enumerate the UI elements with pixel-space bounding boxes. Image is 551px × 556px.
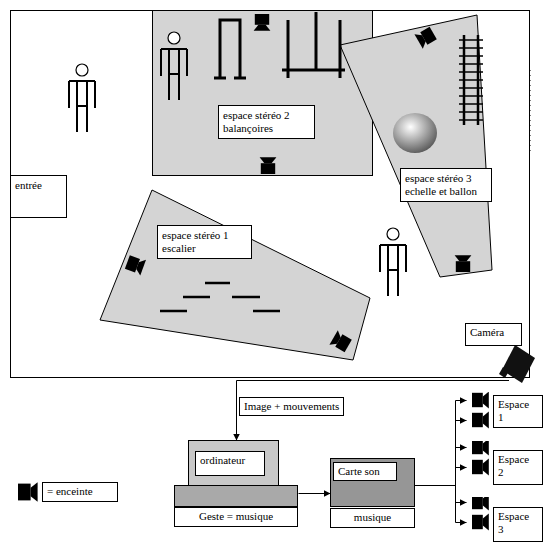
node-text: espace stéréo 2 balançoires	[223, 109, 310, 135]
node-text: Espace 3	[493, 507, 543, 542]
monitor	[189, 441, 279, 486]
speaker-icon	[414, 26, 437, 49]
zone-label-box: espace stéréo 1 escalier	[157, 225, 252, 259]
speaker-icon	[455, 255, 472, 272]
connector	[237, 381, 466, 441]
speaker-output: Espace 1	[466, 392, 545, 430]
edge-label-holder: Image + mouvements	[239, 397, 344, 416]
speaker-output: Espace 2	[466, 441, 545, 487]
connector	[299, 493, 331, 494]
sound-card-body	[331, 459, 415, 507]
ball	[393, 113, 437, 153]
speaker-icon	[472, 412, 489, 429]
connector-path	[416, 468, 467, 486]
connector	[416, 486, 467, 523]
ladder-rungs	[459, 40, 483, 120]
node-text: Espace 2	[493, 450, 543, 485]
sound-card-node: Carte son musique	[330, 458, 415, 528]
speaker-icon	[472, 392, 489, 408]
speaker-icon	[18, 482, 38, 502]
legend-item: = enceinte	[16, 481, 118, 503]
speaker-icon	[472, 514, 489, 531]
speaker-icon	[472, 441, 489, 455]
connector-path	[299, 493, 331, 494]
speaker-output: Espace 3	[466, 497, 545, 544]
node-text: Geste = musique	[174, 507, 298, 527]
speaker-icon	[260, 157, 277, 174]
connector-path	[416, 486, 467, 503]
camera-lens	[499, 367, 509, 378]
connector-path	[416, 486, 467, 523]
dotted-edge	[530, 70, 531, 155]
stereo-zone-2	[153, 11, 373, 176]
camera-body	[502, 345, 535, 383]
stereo-zone-3	[340, 15, 492, 277]
person	[161, 32, 187, 100]
computer-base	[175, 486, 298, 507]
edge-label: Image + mouvements	[239, 397, 344, 416]
node-text: espace stéréo 3 echelle et ballon	[405, 172, 487, 198]
entrance-box: entrée	[10, 175, 67, 218]
zone-label-box: espace stéréo 3 echelle et ballon	[400, 168, 492, 202]
speaker-icon	[329, 330, 352, 353]
node-text: musique	[330, 508, 415, 528]
connector-path	[416, 421, 467, 486]
legend-speaker-sample	[16, 481, 38, 503]
connector-path	[237, 381, 466, 441]
room-outline	[11, 11, 530, 378]
computer-node: ordinateurGeste = musique	[174, 440, 298, 528]
connector-path	[416, 448, 467, 486]
node-text: Carte son	[333, 462, 397, 481]
stairs	[160, 283, 280, 311]
speaker-icon	[472, 497, 489, 510]
zone-label-box: espace stéréo 2 balançoires	[218, 105, 315, 139]
connector	[416, 448, 467, 486]
node-text: Espace 1	[493, 395, 543, 428]
legend-text: = enceinte	[42, 482, 118, 502]
connector-path	[416, 401, 467, 486]
camera-node: Caméra	[465, 323, 537, 388]
speaker-icon	[254, 14, 271, 31]
camera-wire	[465, 380, 509, 381]
node-text: entrée	[15, 179, 62, 192]
connector	[416, 401, 467, 486]
person	[380, 228, 406, 296]
node-text: espace stéréo 1 escalier	[162, 229, 247, 255]
speaker-icon	[124, 254, 146, 276]
stereo-zone-1	[100, 190, 370, 360]
node-text: ordinateur	[195, 451, 265, 476]
swing-2	[282, 12, 345, 78]
speaker-icon	[472, 459, 489, 476]
node-text: Caméra	[465, 323, 522, 346]
swing-1	[214, 20, 246, 78]
person	[69, 64, 95, 132]
